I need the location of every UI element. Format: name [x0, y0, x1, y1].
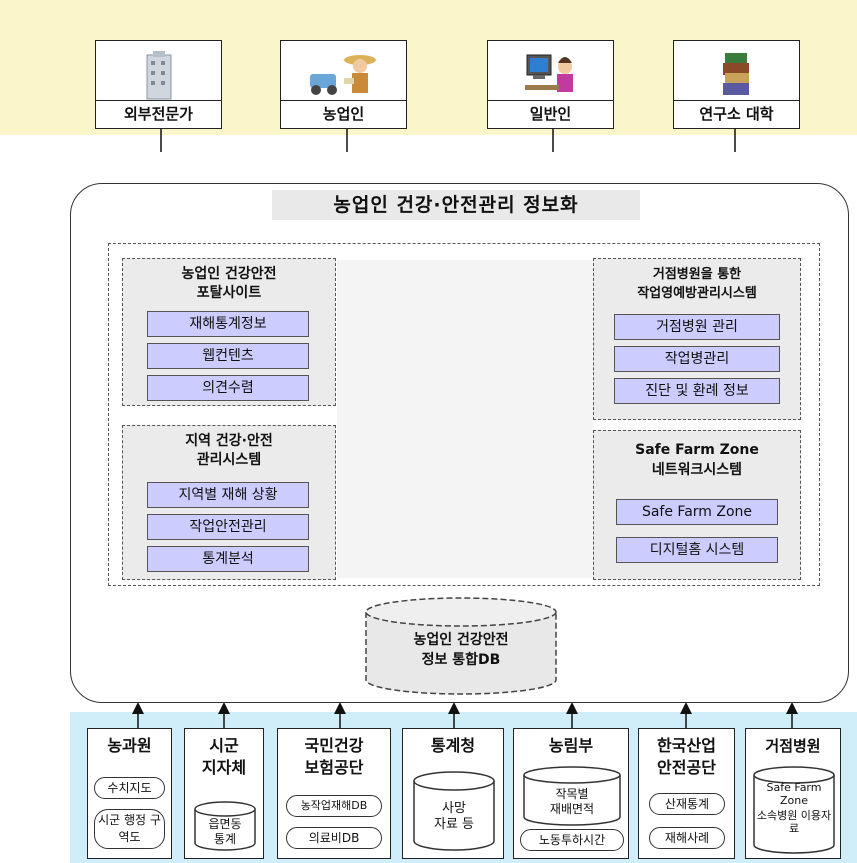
item-disease-mgmt: 작업병관리 — [614, 346, 780, 372]
data-pill: 농작업재해DB — [286, 795, 382, 817]
panel-farmer-portal: 농업인 건강안전 포탈사이트 재해통계정보 웹컨텐츠 의견수렴 — [122, 258, 336, 406]
db-text: 사망 — [442, 801, 466, 816]
database-icon — [413, 771, 495, 851]
database-icon — [753, 766, 835, 854]
user-box-expert: 외부전문가 — [95, 40, 222, 129]
building-icon — [96, 45, 221, 105]
db-text: 읍면동 — [208, 817, 242, 831]
user-box-public: 일반인 — [487, 40, 614, 129]
panel-title: 관리시스템 — [196, 452, 262, 468]
db-label: 농업인 건강안전 정보 통합DB — [366, 630, 556, 670]
item-disaster-stats: 재해통계정보 — [147, 311, 309, 337]
panel-hospital-system: 거점병원을 통한 작업영예방관리시스템 거점병원 관리 작업병관리 진단 및 환… — [593, 258, 801, 420]
db-text: 통계 — [213, 832, 237, 846]
user-label: 일반인 — [488, 100, 613, 128]
panel-title: 포탈사이트 — [196, 285, 262, 301]
user-label: 연구소 대학 — [674, 100, 799, 128]
db-text: 자료 등 — [433, 817, 474, 832]
item-digital-home: 디지털홈 시스템 — [616, 537, 778, 563]
org-name: 지자체 — [201, 758, 247, 777]
item-work-safety: 작업안전관리 — [147, 514, 309, 540]
db-text: Safe Farm Zone — [766, 781, 822, 807]
org-name: 안전공단 — [657, 758, 716, 777]
item-stat-analysis: 통계분석 — [147, 546, 309, 572]
user-label: 외부전문가 — [96, 100, 221, 128]
panel-regional-system: 지역 건강·안전 관리시스템 지역별 재해 상황 작업안전관리 통계분석 — [122, 425, 336, 580]
org-name: 농과원 — [107, 736, 152, 755]
panel-safe-farm-zone: Safe Farm Zone 네트워크시스템 Safe Farm Zone 디지… — [593, 430, 801, 580]
panel-title: 농업인 건강안전 — [181, 266, 277, 282]
user-box-research: 연구소 대학 — [673, 40, 800, 129]
org-box: 통계청 사망 자료 등 — [402, 728, 504, 859]
org-box: 시군 지자체 읍면동 통계 — [184, 728, 264, 859]
farmer-icon — [281, 45, 406, 105]
panel-title: Safe Farm Zone — [635, 442, 759, 458]
db-label-line: 정보 통합DB — [421, 652, 501, 668]
main-title: 농업인 건강·안전관리 정보화 — [272, 190, 640, 220]
db-text: 소속병원 이용자료 — [756, 809, 832, 835]
data-pill: 시군 행정 구역도 — [94, 809, 165, 849]
panel-title: 거점병원을 통한 — [652, 267, 742, 282]
item-safe-farm-zone: Safe Farm Zone — [616, 499, 778, 525]
org-name: 통계청 — [430, 736, 476, 755]
data-pill: 산재통계 — [649, 793, 725, 815]
panel-title: 지역 건강·안전 — [185, 433, 273, 449]
db-text: 작목별 — [555, 787, 589, 801]
data-pill: 수치지도 — [94, 777, 165, 799]
org-box: 국민건강 보험공단 농작업재해DB 의료비DB — [277, 728, 391, 859]
computer-user-icon — [488, 45, 613, 105]
db-text: 재배면적 — [549, 802, 595, 816]
org-name: 국민건강 — [304, 736, 364, 755]
org-box: 한국산업 안전공단 산재통계 재해사례 — [638, 728, 735, 859]
data-pill: 의료비DB — [286, 827, 382, 849]
item-hospital-mgmt: 거점병원 관리 — [614, 314, 780, 340]
db-label-line: 농업인 건강안전 — [413, 632, 509, 648]
item-web-content: 웹컨텐츠 — [147, 343, 309, 369]
center-area — [337, 260, 593, 578]
item-opinion: 의견수렴 — [147, 375, 309, 401]
org-name: 한국산업 — [657, 736, 716, 755]
panel-title: 작업영예방관리시스템 — [637, 286, 757, 301]
panel-title: 네트워크시스템 — [651, 462, 743, 478]
data-pill: 재해사례 — [649, 827, 725, 849]
database-icon — [523, 766, 621, 826]
books-icon — [674, 45, 799, 105]
user-label: 농업인 — [281, 100, 406, 128]
data-pill: 노동투하시간 — [520, 829, 624, 851]
user-box-farmer: 농업인 — [280, 40, 407, 129]
org-name: 거점병원 — [765, 737, 821, 755]
org-box: 거점병원 Safe Farm Zone 소속병원 이용자료 — [745, 728, 841, 859]
org-name: 농림부 — [548, 736, 594, 755]
org-name: 시군 — [209, 736, 239, 755]
database-icon — [194, 801, 256, 851]
item-diagnosis-info: 진단 및 환례 정보 — [614, 378, 780, 404]
subsystems-frame — [108, 243, 820, 586]
org-box: 농림부 작목별 재배면적 노동투하시간 — [513, 728, 629, 859]
org-name: 보험공단 — [304, 758, 364, 777]
item-regional-disaster: 지역별 재해 상황 — [147, 482, 309, 508]
org-box: 농과원 수치지도 시군 행정 구역도 — [87, 728, 172, 859]
